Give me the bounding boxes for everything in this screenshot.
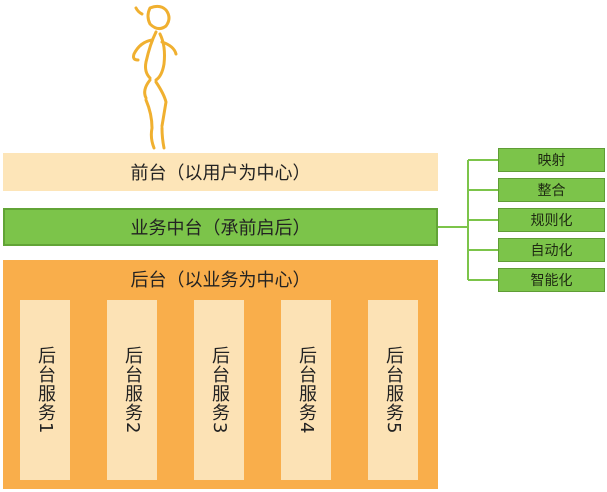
front-layer-label: 前台（以用户为中心）: [130, 163, 311, 184]
capability-box-automation: 自动化: [498, 238, 605, 262]
back-layer-label: 后台（以业务为中心）: [130, 270, 311, 291]
service-box-4: 后台服务4: [281, 300, 331, 480]
service-label: 后台服务4: [296, 345, 317, 435]
service-label: 后台服务1: [35, 345, 56, 435]
service-label: 后台服务3: [209, 345, 230, 435]
running-person-icon: [132, 4, 178, 150]
front-layer: 前台（以用户为中心）: [3, 153, 438, 191]
service-box-1: 后台服务1: [20, 300, 70, 480]
service-label: 后台服务2: [122, 345, 143, 435]
capability-box-rules: 规则化: [498, 208, 605, 232]
service-box-5: 后台服务5: [368, 300, 418, 480]
service-box-3: 后台服务3: [194, 300, 244, 480]
back-layer: 后台（以业务为中心） 后台服务1 后台服务2 后台服务3 后台服务4 后台服务5: [3, 260, 438, 489]
capability-box-intelligence: 智能化: [498, 268, 605, 292]
capability-box-mapping: 映射: [498, 148, 605, 172]
middle-layer: 业务中台（承前启后）: [3, 208, 438, 246]
capability-label: 智能化: [530, 273, 573, 289]
capability-label: 整合: [537, 183, 566, 199]
service-label: 后台服务5: [383, 345, 404, 435]
capability-label: 映射: [537, 153, 566, 169]
service-box-2: 后台服务2: [107, 300, 157, 480]
capability-box-integration: 整合: [498, 178, 605, 202]
capability-label: 自动化: [530, 243, 573, 259]
capability-label: 规则化: [530, 213, 573, 229]
middle-layer-label: 业务中台（承前启后）: [130, 218, 311, 239]
